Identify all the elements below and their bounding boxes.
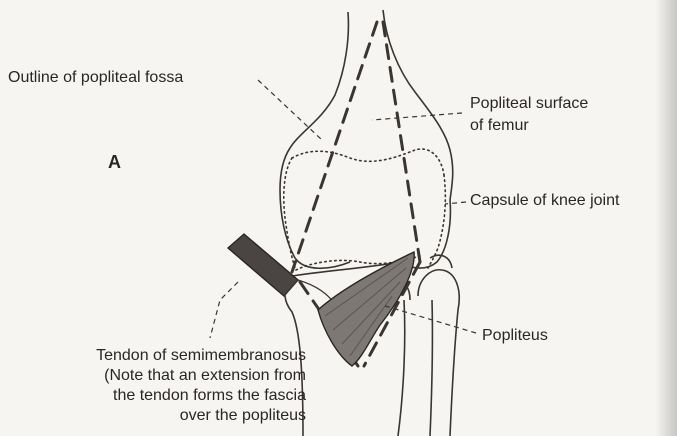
leader-popliteus [382, 305, 476, 333]
label-tendon-line1: Tendon of semimembranosus [96, 346, 306, 366]
label-tendon-line3: the tendon forms the fascia [96, 386, 306, 406]
popliteus-muscle [318, 252, 414, 366]
label-popliteal-surface-line1: Popliteal surface [470, 93, 588, 115]
label-capsule-knee-joint: Capsule of knee joint [470, 191, 619, 211]
label-outline-popliteal-fossa: Outline of popliteal fossa [8, 68, 183, 88]
label-tendon-line4: over the popliteus [96, 406, 306, 426]
leader-capsule [445, 202, 466, 204]
joint-capsule [284, 149, 446, 270]
leader-tendon [210, 282, 238, 338]
label-popliteal-surface-line2: of femur [470, 115, 588, 137]
fibula-outline [418, 255, 459, 436]
leader-fossa [258, 80, 322, 140]
semimembranosus-tendon [228, 234, 336, 306]
label-tendon-line2: (Note that an extension from [96, 366, 306, 386]
page-edge-shadow [655, 0, 677, 436]
leader-surface [372, 113, 462, 120]
label-popliteal-surface: Popliteal surface of femur [470, 93, 588, 137]
panel-letter: A [108, 152, 121, 173]
label-tendon-semimembranosus: Tendon of semimembranosus (Note that an … [96, 346, 306, 426]
label-popliteus: Popliteus [482, 326, 548, 346]
